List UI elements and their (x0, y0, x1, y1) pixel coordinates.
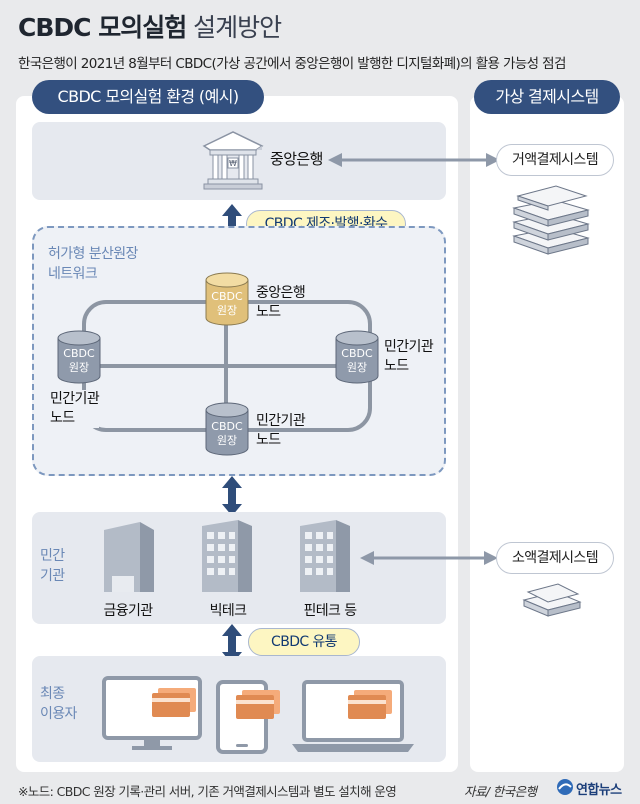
central-bank-label: 중앙은행 (270, 150, 323, 168)
card-icon (152, 688, 196, 718)
circulation-label: CBDC 유통 (248, 628, 360, 656)
left-ledger-cylinder (56, 330, 102, 384)
card-icon (236, 690, 280, 720)
vertical-arrow-icon (222, 624, 242, 664)
yonhap-logo-icon (556, 778, 574, 796)
payment-header: 가상 결제시스템 (474, 80, 620, 114)
double-arrow-icon (328, 152, 500, 168)
central-ledger-cylinder (204, 272, 250, 326)
institution-label-fintech: 핀테크 등 (303, 603, 358, 619)
simulation-header: CBDC 모의실험 환경 (예시) (32, 80, 264, 114)
institution-label-bigtech: 빅테크 (209, 603, 247, 619)
money-bills-icon (520, 580, 584, 620)
card-icon (348, 690, 392, 720)
svg-text:₩: ₩ (229, 159, 237, 168)
wholesale-system-label: 거액결제시스템 (496, 144, 614, 176)
retail-system-label: 소액결제시스템 (496, 542, 614, 574)
money-stack-icon (508, 184, 592, 260)
footnote: ※노드: CBDC 원장 기록·관리 서버, 기존 거액결제시스템과 별도 설치… (18, 784, 397, 799)
fintech-building-icon (296, 518, 354, 592)
bottom-ledger-cylinder (204, 402, 250, 456)
right-ledger-cylinder (334, 330, 380, 384)
bank-building-icon: ₩ (198, 128, 268, 192)
vertical-arrow-icon (222, 476, 242, 516)
source: 자료/ 한국은행 (464, 784, 537, 799)
institution-label-finance: 금융기관 (103, 603, 153, 619)
bigtech-building-icon (198, 518, 256, 592)
logo-text: 연합뉴스 (576, 783, 622, 798)
double-arrow-icon (360, 550, 498, 566)
page-title: CBDC 모의실험 설계방안 (18, 13, 282, 42)
subtitle: 한국은행이 2021년 8월부터 CBDC(가상 공간에서 중앙은행이 발행한 … (18, 56, 566, 72)
financial-institution-building-icon (100, 520, 156, 592)
network-label: 허가형 분산원장 네트워크 (48, 246, 138, 282)
